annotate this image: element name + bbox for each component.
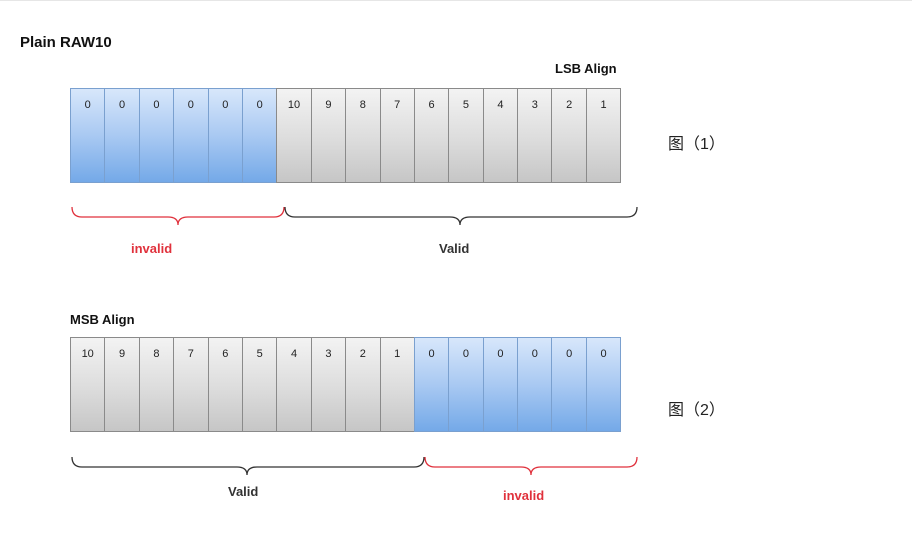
msb-bit-cell-valid: 10 xyxy=(70,337,106,432)
lsb-valid-brace xyxy=(284,206,638,226)
lsb-bit-cell-valid: 10 xyxy=(276,88,312,183)
msb-bit-cell-invalid: 0 xyxy=(585,337,622,432)
msb-bit-cell-valid: 8 xyxy=(138,337,175,432)
msb-bit-cell-valid: 1 xyxy=(379,337,415,432)
page-title: Plain RAW10 xyxy=(20,34,112,51)
lsb-bit-cell-valid: 8 xyxy=(345,88,381,183)
msb-invalid-label: invalid xyxy=(503,488,545,503)
msb-bit-cell-invalid: 0 xyxy=(448,337,484,432)
msb-valid-brace xyxy=(71,456,425,476)
msb-bit-cell-valid: 3 xyxy=(310,337,347,432)
figure-2-label: 图（2） xyxy=(668,402,725,419)
msb-bit-cell-valid: 6 xyxy=(207,337,243,432)
lsb-align-label: LSB Align xyxy=(555,61,617,76)
lsb-braces xyxy=(71,206,638,226)
lsb-bit-cell-invalid: 0 xyxy=(104,88,140,183)
lsb-bit-cell-valid: 6 xyxy=(413,88,450,183)
lsb-bit-cell-valid: 3 xyxy=(517,88,553,183)
lsb-bit-cell-invalid: 0 xyxy=(241,88,278,183)
lsb-valid-label: Valid xyxy=(439,241,470,256)
lsb-bit-cell-valid: 7 xyxy=(379,88,415,183)
lsb-bit-cell-valid: 5 xyxy=(448,88,484,183)
lsb-invalid-brace xyxy=(71,206,285,226)
msb-bit-cell-valid: 4 xyxy=(276,337,312,432)
msb-bit-cell-valid: 9 xyxy=(104,337,140,432)
top-divider xyxy=(0,0,912,1)
lsb-invalid-label: invalid xyxy=(131,241,173,256)
lsb-bit-cell-valid: 1 xyxy=(585,88,622,183)
msb-bit-cell-invalid: 0 xyxy=(551,337,587,432)
msb-invalid-brace xyxy=(424,456,638,476)
lsb-bit-cell-valid: 9 xyxy=(310,88,347,183)
lsb-bit-cell-invalid: 0 xyxy=(70,88,106,183)
lsb-bit-cell-invalid: 0 xyxy=(173,88,209,183)
msb-bit-cell-invalid: 0 xyxy=(517,337,553,432)
lsb-bit-cell-invalid: 0 xyxy=(138,88,175,183)
msb-bit-cell-invalid: 0 xyxy=(413,337,450,432)
msb-align-label: MSB Align xyxy=(70,312,135,327)
msb-braces xyxy=(71,456,638,476)
msb-bit-cell-valid: 5 xyxy=(241,337,278,432)
msb-bit-cell-invalid: 0 xyxy=(482,337,519,432)
lsb-bit-cell-invalid: 0 xyxy=(207,88,243,183)
msb-valid-label: Valid xyxy=(228,484,259,499)
lsb-bit-cell-valid: 4 xyxy=(482,88,519,183)
lsb-bit-cell-valid: 2 xyxy=(551,88,587,183)
msb-bit-cell-valid: 2 xyxy=(345,337,381,432)
msb-bit-cell-valid: 7 xyxy=(173,337,209,432)
figure-1-label: 图（1） xyxy=(668,136,725,153)
